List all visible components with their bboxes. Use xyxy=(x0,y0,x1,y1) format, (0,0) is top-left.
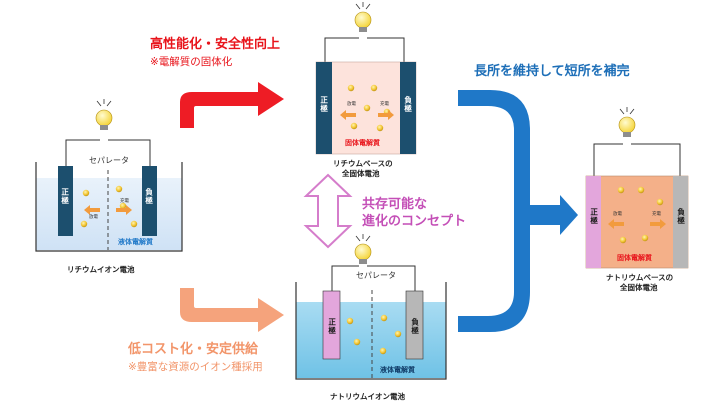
lightbulb-icon xyxy=(354,234,372,264)
li-solid-cell xyxy=(315,2,417,155)
na-solid-electrolyte-label: 固体電解質 xyxy=(617,254,652,262)
na-solid-positive-label: 正極 xyxy=(589,208,599,225)
na-ion-separator-label: セパレータ xyxy=(356,271,396,280)
li-ion-separator-label: セパレータ xyxy=(89,156,129,165)
li-solid-electrolyte-label: 固体電解質 xyxy=(345,139,380,147)
li-solid-caption-line2: 全固体電池 xyxy=(342,169,380,178)
blue-merge-arrow xyxy=(458,90,578,332)
lightbulb-icon xyxy=(618,107,636,137)
sodium-note: ※豊富な資源のイオン種採用 xyxy=(128,361,263,373)
lightbulb-icon xyxy=(95,99,113,130)
li-solid-negative-label: 負極 xyxy=(403,96,413,113)
li-ion-cell xyxy=(35,99,183,252)
na-ion-electrolyte-label: 液体電解質 xyxy=(380,366,415,374)
li-ion-positive-label: 正極 xyxy=(60,188,70,205)
li-ion-charge-label: 充電 xyxy=(120,199,129,204)
coexist-heading-line1: 共存可能な xyxy=(362,197,428,212)
na-ion-positive-label: 正極 xyxy=(327,318,337,335)
li-ion-discharge-label: 放電 xyxy=(89,215,98,220)
li-solid-charge-label: 充電 xyxy=(380,102,389,107)
na-ion-negative-label: 負極 xyxy=(410,318,420,335)
na-solid-caption-line2: 全固体電池 xyxy=(620,283,658,292)
na-solid-negative-label: 負極 xyxy=(676,208,686,225)
solid-state-heading: 高性能化・安全性向上 xyxy=(150,37,281,52)
na-ion-cell xyxy=(295,234,447,380)
lightbulb-icon xyxy=(354,2,372,32)
combine-heading: 長所を維持して短所を補完 xyxy=(474,64,630,79)
li-solid-positive-label: 正極 xyxy=(319,96,329,113)
pink-double-arrow xyxy=(303,173,353,249)
li-solid-caption-line1: リチウムベースの xyxy=(333,159,393,168)
sodium-heading: 低コスト化・安定供給 xyxy=(128,342,259,357)
na-solid-caption-line1: ナトリウムベースの xyxy=(606,273,674,282)
na-ion-caption: ナトリウムイオン電池 xyxy=(330,392,405,401)
coexist-heading-line2: 進化のコンセプト xyxy=(362,214,467,229)
li-ion-electrolyte-label: 液体電解質 xyxy=(118,238,153,246)
na-solid-charge-label: 充電 xyxy=(652,212,661,217)
li-ion-caption: リチウムイオン電池 xyxy=(67,265,135,274)
li-ion-negative-label: 負極 xyxy=(144,188,154,205)
na-solid-discharge-label: 放電 xyxy=(613,212,622,217)
orange-arrow xyxy=(180,288,284,332)
solid-state-note: ※電解質の固体化 xyxy=(150,56,233,68)
na-solid-cell xyxy=(585,107,689,269)
red-arrow xyxy=(180,82,284,128)
li-solid-discharge-label: 放電 xyxy=(347,102,356,107)
